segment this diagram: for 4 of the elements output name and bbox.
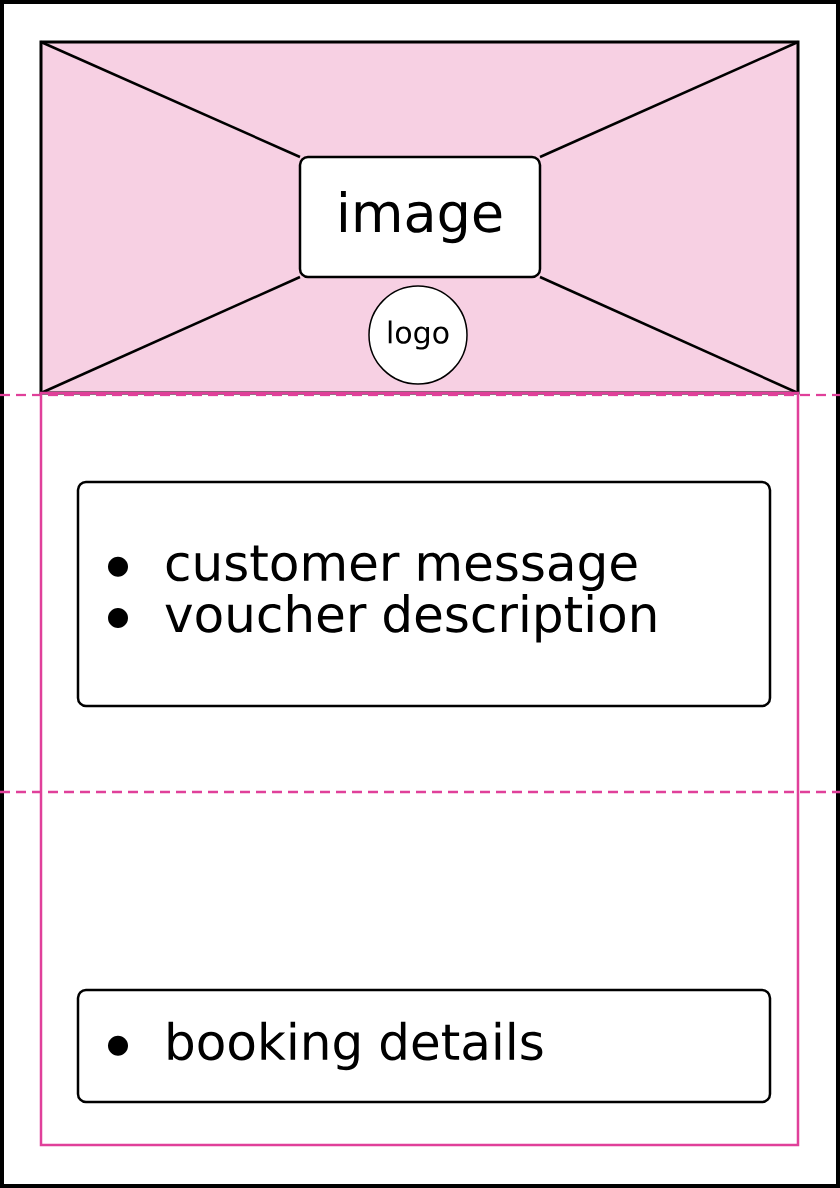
bullet-list-box: customer message voucher description	[76, 480, 772, 708]
image-label-box: image	[298, 155, 542, 279]
content-frame	[39, 391, 800, 1147]
bullet-list-box: booking details	[76, 988, 772, 1104]
